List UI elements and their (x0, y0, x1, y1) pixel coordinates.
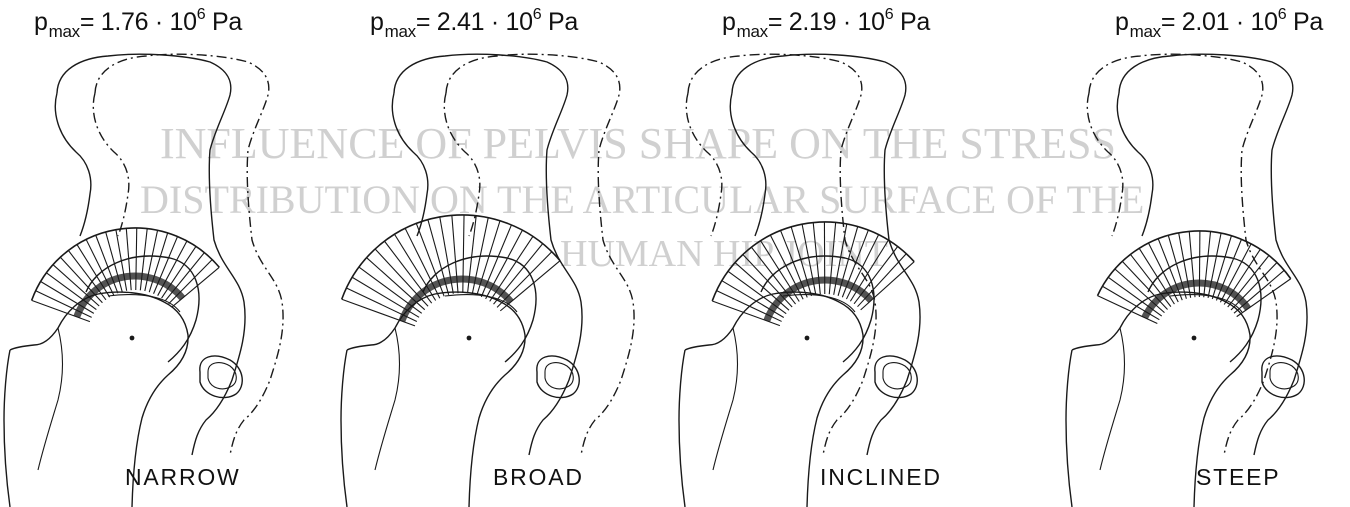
pressure-subscript: max (49, 22, 80, 41)
panel-caption: BROAD (493, 464, 584, 491)
stress-vector-line (1228, 256, 1269, 308)
stress-vector-line (1108, 277, 1161, 316)
reference-pelvis-outline (95, 54, 283, 455)
pressure-unit: Pa (1286, 8, 1323, 36)
stress-envelope-arc (32, 228, 220, 300)
pressure-symbol: p (34, 8, 48, 36)
femoral-head-center (130, 336, 135, 341)
stress-vector-line (46, 273, 96, 310)
pelvis-outline (1119, 54, 1307, 455)
pressure-subscript: max (1130, 22, 1161, 41)
pressure-exponent: 6 (885, 6, 894, 23)
femur-lateral-outline (679, 350, 685, 507)
pressure-unit: Pa (205, 8, 242, 36)
pressure-subscript: max (385, 22, 416, 41)
stress-distribution-fan (32, 228, 220, 322)
stress-vector-line (1130, 254, 1170, 306)
femur-neck-line (1100, 328, 1125, 470)
femoral-head-outline (761, 256, 874, 362)
pressure-value: = 2.41 · 10 (416, 8, 533, 36)
stress-vector-line (60, 257, 102, 303)
pressure-unit: Pa (893, 8, 930, 36)
stress-vector-line (172, 267, 219, 307)
reference-ilium-outline (93, 93, 129, 236)
pressure-label: pmax= 1.76 · 106 Pa (34, 8, 242, 37)
hip-diagram-narrow (0, 0, 337, 507)
stress-vector-line (53, 265, 99, 306)
pressure-symbol: p (1115, 8, 1129, 36)
stress-vector-line (136, 228, 137, 290)
femur-neck-line (713, 328, 738, 470)
stress-vector-line (1199, 231, 1200, 297)
stress-distribution-fan (712, 222, 914, 326)
panel-caption: STEEP (1196, 464, 1280, 491)
reference-ilium-outline (686, 93, 722, 236)
stress-distribution-fan (1097, 231, 1290, 324)
pressure-symbol: p (722, 8, 736, 36)
acetabulum-rim (783, 295, 855, 312)
femur-neck-line (375, 328, 400, 470)
pressure-value: = 2.19 · 10 (768, 8, 885, 36)
reference-pelvis-outline (688, 54, 876, 455)
femoral-head-center (1192, 336, 1197, 341)
pressure-label: pmax= 2.41 · 106 Pa (370, 8, 578, 37)
pressure-label: pmax= 2.19 · 106 Pa (722, 8, 930, 37)
stress-vector-line (1115, 269, 1165, 313)
pressure-value: = 2.01 · 10 (1161, 8, 1278, 36)
panel-steep: pmax= 2.01 · 106 PaSTEEP (1012, 0, 1349, 507)
obturator-foramen-inner (1270, 363, 1298, 389)
hip-diagram-steep (1012, 0, 1349, 507)
obturator-foramen-inner (208, 363, 236, 389)
hip-diagram-inclined (675, 0, 1012, 507)
ilium-outline (1117, 93, 1153, 236)
pressure-unit: Pa (541, 8, 578, 36)
pressure-exponent: 6 (533, 6, 542, 23)
reference-pelvis-outline (446, 54, 634, 455)
femur-lateral-outline (341, 350, 347, 507)
hip-diagram-broad (337, 0, 674, 507)
pressure-value: = 1.76 · 10 (80, 8, 197, 36)
pressure-exponent: 6 (1278, 6, 1287, 23)
panel-caption: INCLINED (820, 464, 942, 491)
obturator-foramen-inner (883, 363, 911, 389)
femoral-head-center (467, 336, 472, 341)
femoral-head-outline (1148, 256, 1261, 362)
ilium-outline (55, 93, 91, 236)
pressure-symbol: p (370, 8, 384, 36)
stress-vector-line (1234, 270, 1284, 313)
femur-lateral-outline (1066, 350, 1072, 507)
pressure-subscript: max (737, 22, 768, 41)
stress-vector-line (1237, 279, 1291, 317)
femur-lateral-outline (4, 350, 10, 507)
pressure-exponent: 6 (197, 6, 206, 23)
stress-vector-line (169, 260, 212, 304)
ilium-outline (392, 93, 428, 236)
stress-vector-line (140, 229, 147, 291)
pressure-label: pmax= 2.01 · 106 Pa (1115, 8, 1323, 37)
stress-envelope-arc (342, 215, 560, 299)
pelvis-outline (57, 54, 245, 455)
obturator-foramen-inner (545, 363, 573, 389)
ilium-outline (730, 93, 766, 236)
femoral-head-center (805, 336, 810, 341)
stress-vector-line (68, 250, 106, 299)
panel-caption: NARROW (125, 464, 241, 491)
femur-neck-line (38, 328, 63, 470)
stress-vector-line (1189, 231, 1195, 297)
